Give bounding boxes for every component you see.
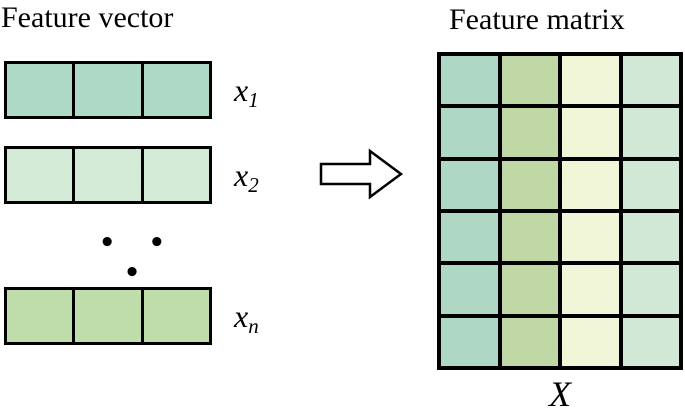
matrix-cell — [562, 160, 619, 209]
matrix-cell — [441, 317, 498, 366]
vector-cell — [75, 290, 141, 342]
matrix-cell — [622, 108, 679, 157]
matrix-cell — [622, 212, 679, 262]
matrix-cell — [562, 317, 619, 366]
matrix-cell — [562, 212, 619, 262]
matrix-cell — [441, 265, 498, 314]
matrix-cell — [622, 317, 679, 366]
feature-vector-title: Feature vector — [1, 1, 174, 34]
feature-vector-xn — [4, 287, 212, 345]
matrix-cell — [501, 160, 558, 209]
vector-cell — [143, 290, 209, 342]
matrix-label-X: X — [549, 374, 571, 414]
vector-cell — [75, 149, 141, 201]
feature-vector-x2 — [4, 146, 212, 204]
matrix-cell — [562, 265, 619, 314]
matrix-cell — [501, 108, 558, 157]
matrix-cell — [622, 56, 679, 105]
vector-cell — [7, 290, 73, 342]
right-block-arrow-icon — [318, 146, 404, 202]
matrix-cell — [441, 160, 498, 209]
feature-vector-x1 — [4, 61, 212, 119]
vector-cell — [143, 64, 209, 116]
matrix-cell — [441, 56, 498, 105]
vector-cell — [143, 149, 209, 201]
matrix-cell — [622, 265, 679, 314]
vectors-ellipsis: • • • — [98, 228, 178, 288]
matrix-cell — [501, 212, 558, 262]
matrix-cell — [562, 56, 619, 105]
matrix-cell — [622, 160, 679, 209]
matrix-cell — [501, 56, 558, 105]
feature-matrix-title: Feature matrix — [449, 3, 625, 36]
vector-label-x1: x1 — [234, 72, 259, 112]
vector-label-xn: xn — [234, 298, 259, 338]
matrix-cell — [501, 265, 558, 314]
matrix-cell — [441, 212, 498, 262]
matrix-cell — [562, 108, 619, 157]
vector-cell — [75, 64, 141, 116]
vector-label-x2: x2 — [234, 157, 259, 197]
matrix-cell — [441, 108, 498, 157]
matrix-cell — [501, 317, 558, 366]
vector-cell — [7, 149, 73, 201]
feature-matrix-grid — [437, 52, 683, 370]
vector-cell — [7, 64, 73, 116]
